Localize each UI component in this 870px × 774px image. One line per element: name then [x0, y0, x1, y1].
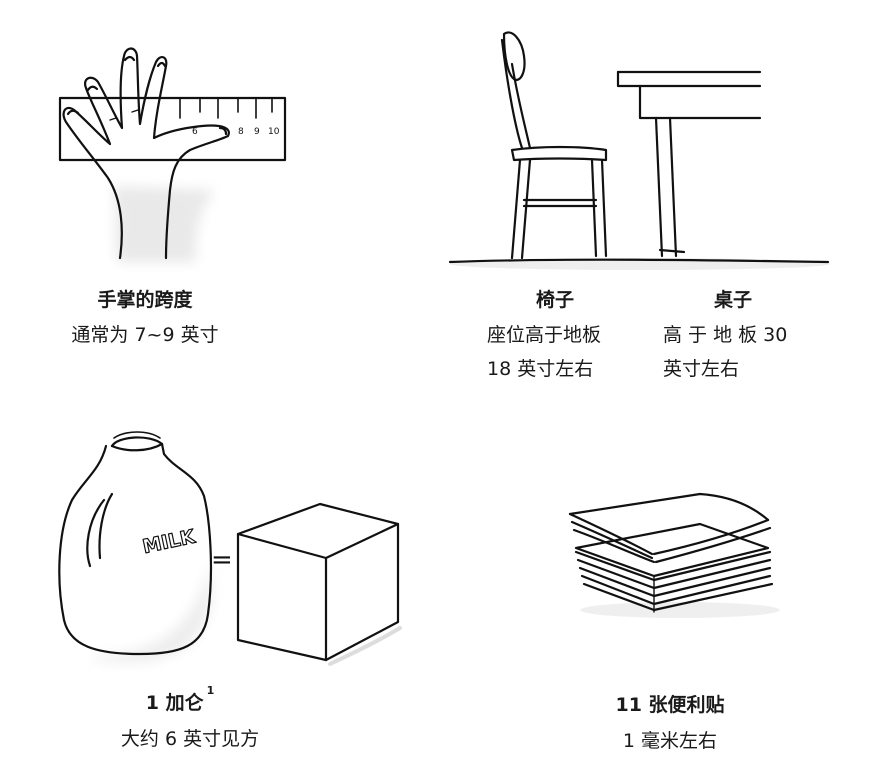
chair-desc-line2: 18 英寸左右	[487, 358, 594, 380]
milk-label: MILK	[140, 525, 199, 559]
ruler	[58, 96, 287, 162]
milk-label-text: MILK	[141, 525, 198, 558]
sticky-notes-title: 11 张便利贴	[615, 694, 725, 716]
hand-ruler-illustration: 6 8 9 10	[58, 47, 287, 262]
gallon-illustration: MILK =	[58, 431, 402, 666]
sticky-notes-illustration	[568, 492, 780, 618]
ruler-mark-10: 10	[268, 127, 280, 137]
gallon-footnote: 1	[206, 684, 215, 697]
ruler-mark-6: 6	[192, 127, 198, 137]
chair-desk-illustration	[448, 31, 830, 270]
equals-sign: =	[211, 545, 233, 575]
gallon-title-wrap: 1 加仑1	[110, 684, 250, 715]
chair-title: 椅子	[535, 289, 574, 311]
hand-span-title: 手掌的跨度	[97, 289, 193, 311]
gallon-title: 1 加仑	[145, 692, 204, 714]
ruler-mark-8: 8	[238, 127, 244, 137]
desk-title: 桌子	[713, 289, 752, 311]
gallon-desc: 大约 6 英寸见方	[120, 728, 260, 750]
desk-desc-line1: 高 于 地 板 30	[663, 324, 788, 346]
hand-span-desc: 通常为 7~9 英寸	[71, 324, 219, 346]
sticky-notes-desc: 1 毫米左右	[622, 730, 718, 752]
desk-desc-line2: 英寸左右	[663, 358, 740, 380]
chair-desc-line1: 座位高于地板	[487, 324, 602, 346]
ruler-mark-9: 9	[254, 127, 260, 137]
